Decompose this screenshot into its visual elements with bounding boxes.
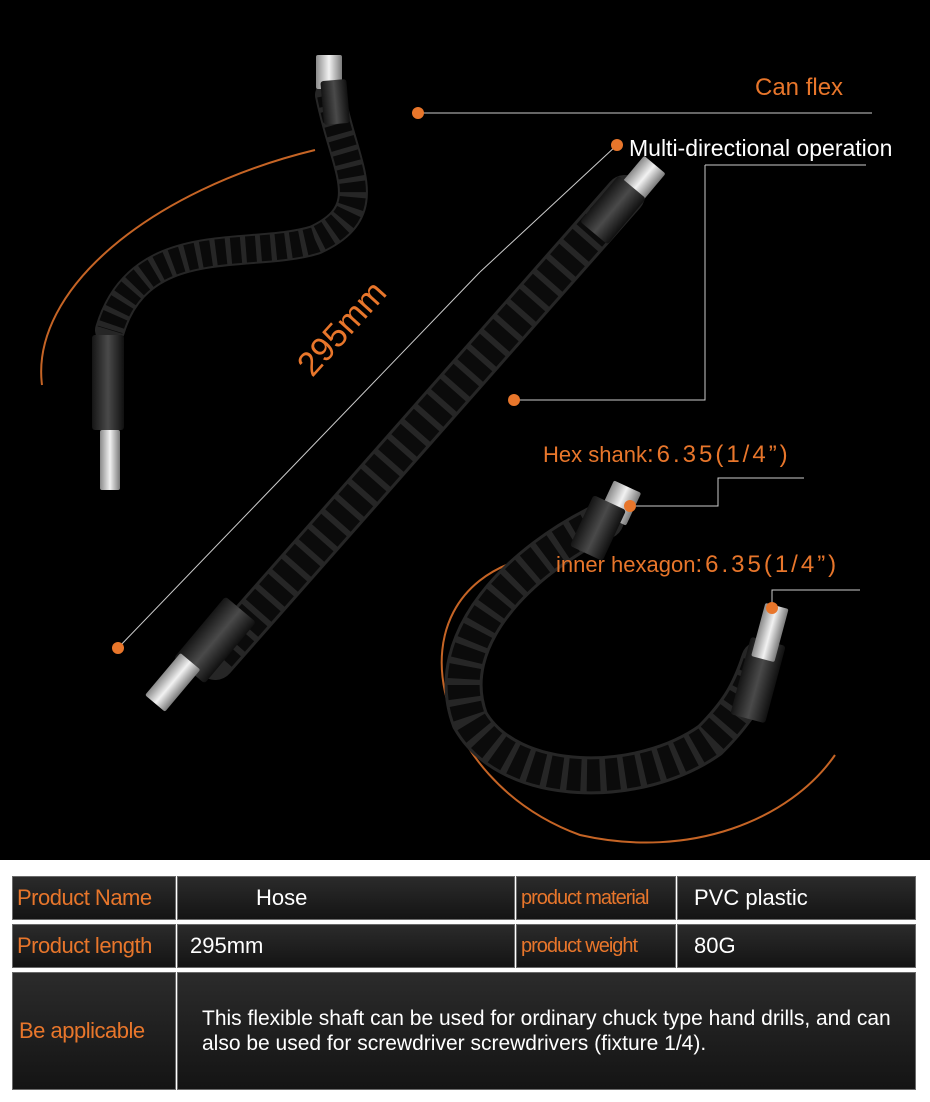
- hex-shank-value: :6.35(1/4”): [646, 441, 791, 468]
- callout-dot-mid-shaft: [508, 394, 520, 406]
- product-name-value-cell: Hose: [177, 876, 515, 920]
- applicable-value: This flexible shaft can be used for ordi…: [202, 1007, 891, 1055]
- length-label-cell: Product length: [12, 924, 176, 968]
- weight-label-cell: product weight: [516, 924, 676, 968]
- applicable-value-cell: This flexible shaft can be used for ordi…: [177, 972, 916, 1090]
- material-label-cell: product material: [516, 876, 676, 920]
- material-value-cell: PVC plastic: [677, 876, 916, 920]
- product-name-value: Hose: [256, 885, 308, 910]
- callout-dot-can-flex: [412, 107, 424, 119]
- flex-shaft-straight-center: [145, 156, 665, 711]
- material-value: PVC plastic: [694, 885, 808, 910]
- flex-shaft-curved-bottom-right: [444, 481, 789, 795]
- callout-inner-hexagon: inner hexagon:6.35(1/4”): [556, 551, 839, 579]
- hex-shank-label: Hex shank: [543, 442, 647, 467]
- inner-hexagon-value: :6.35(1/4”): [695, 551, 840, 578]
- flex-shaft-curved-top-left: [92, 55, 368, 490]
- product-illustration: [40, 55, 872, 844]
- callout-dot-hex-shank: [624, 500, 636, 512]
- applicable-label-cell: Be applicable: [12, 972, 176, 1090]
- callout-multi-directional: Multi-directional operation: [629, 135, 893, 161]
- callout-dot-multi-directional: [611, 139, 623, 151]
- inner-hexagon-label: inner hexagon: [556, 552, 696, 577]
- product-name-label-cell: Product Name: [12, 876, 176, 920]
- weight-label: product weight: [521, 934, 638, 957]
- callout-can-flex: Can flex: [755, 74, 844, 101]
- length-value-cell: 295mm: [177, 924, 515, 968]
- callout-dot-length-end: [112, 642, 124, 654]
- callout-dots: [112, 107, 778, 654]
- callout-dot-inner-hexagon: [766, 602, 778, 614]
- swoosh-arc-right: [440, 559, 836, 844]
- callout-hex-shank: Hex shank:6.35(1/4”): [543, 441, 791, 469]
- length-label: Product length: [17, 933, 152, 958]
- weight-value-cell: 80G: [677, 924, 916, 968]
- length-value: 295mm: [190, 933, 264, 958]
- product-name-label: Product Name: [17, 885, 152, 910]
- applicable-label: Be applicable: [19, 1018, 145, 1043]
- product-photo-panel: Can flex Multi-directional operation 295…: [0, 0, 930, 860]
- material-label: product material: [521, 886, 649, 909]
- weight-value: 80G: [694, 933, 736, 958]
- swoosh-arc-left: [40, 149, 316, 386]
